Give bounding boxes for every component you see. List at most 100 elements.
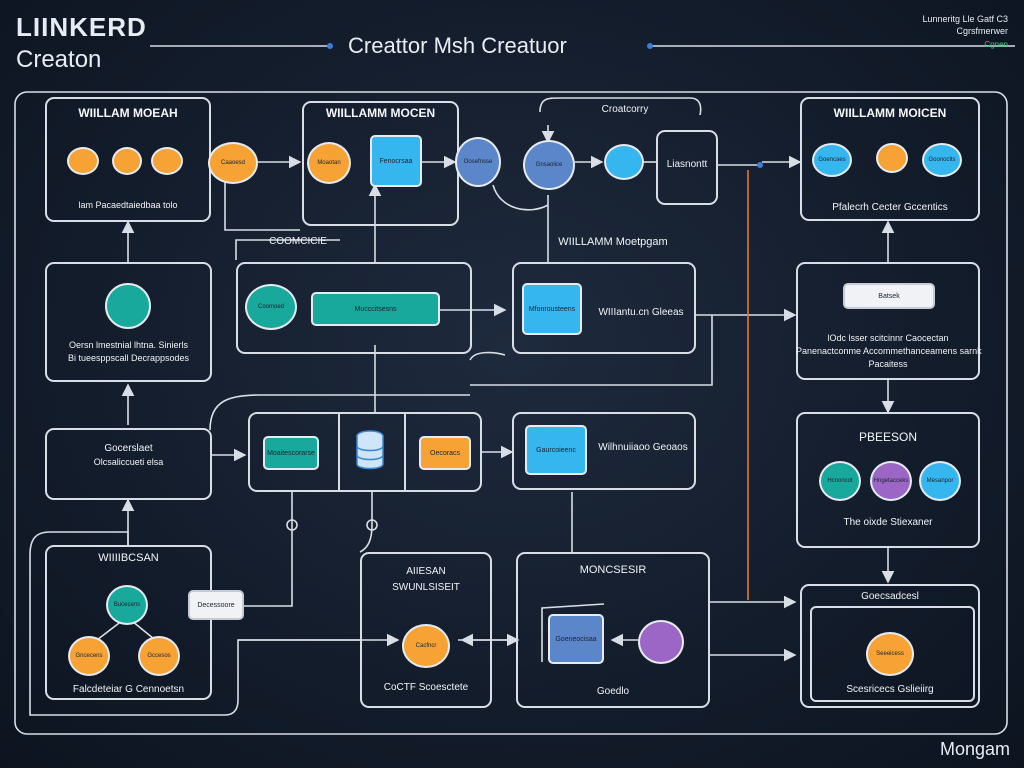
decessoore-tag[interactable]: Decessoore [188,590,244,620]
box12-node-3-label: Mesanpor [926,478,954,484]
box5-node-teal[interactable] [105,283,151,329]
proxy-node-orange[interactable]: Caaoesd [208,142,258,184]
box6-bar-teal[interactable]: Mucccitsesns [311,292,440,326]
liasnont-label: Liasnontt [666,159,708,170]
service-box-4[interactable] [800,97,980,221]
wire-loop-mid [469,351,506,361]
box15-title: MONCSESIR [579,564,647,576]
box6-node-teal[interactable]: Coomoed [245,284,297,330]
box5-caption-2: Bi tueesppscall Decrappsodes [67,353,190,363]
box13-caption: Falcdeteiar G Cennoetsn [72,684,185,695]
box12-node-1[interactable]: Hcnoncot [819,461,861,501]
box6-node-label: Coomoed [257,304,284,310]
dial-node-label: Oosefnsse [463,159,493,165]
box13-title: WIIIIBCSAN [98,552,159,564]
service-box-9[interactable] [45,428,212,500]
box16-inner-frame [810,606,975,702]
box16-node-label: Seeeicess [876,651,904,657]
header-dot-left [327,43,333,49]
box2-block-blue[interactable]: Fenocrsaa [370,135,422,187]
box12-node-3[interactable]: Mesanpor [919,461,961,501]
box4-title: WIILLAMM MOICEN [833,106,947,120]
box16-node-orange[interactable]: Seeeicess [866,632,914,676]
box11-block-blue[interactable]: Gaurcoieenc [525,425,587,475]
box3-node-steel-label: Gnsaolice [535,162,563,168]
box8-button[interactable]: Batsek [843,283,935,309]
port-ring-2 [366,519,378,531]
box4-node-3[interactable]: Goonoclts [922,143,962,177]
box1-node-1[interactable] [67,147,99,175]
corner-line1: Lunneritg Lle Gatf C3 [922,14,1008,24]
database-icon [355,430,385,470]
box16-caption: Scesricecs Gslieiirg [846,684,934,695]
box12-caption: The oixde Stiexaner [843,517,933,528]
wire-b6-top [235,239,340,260]
box13-node-root[interactable]: Bucecens [106,585,148,625]
box6-title: COOMCICIE [269,236,327,247]
box14-title-2: SWUNLSISEIT [392,582,460,593]
service-box-14[interactable] [360,552,492,708]
wire-b7-loop [470,315,713,386]
box4-node-3-label: Goonoclts [928,157,956,163]
box12-node-1-label: Hcnoncot [827,478,853,484]
box16-title: Goecsadcesl [861,591,919,602]
outer-frame [14,91,1008,735]
box14-node-label: Cacfncr [415,643,437,649]
wire-b13-loop [29,531,360,716]
service-box-6[interactable] [236,262,472,354]
box5-caption-1: Oersn lmestnial lhtna. Sinierls [68,340,189,350]
box10-block-orange[interactable]: Oecoracs [419,436,471,470]
corner-tag: Cgnen [984,40,1008,49]
box13-node-left[interactable]: Gncecens [68,636,110,676]
box4-node-2[interactable] [876,143,908,173]
service-box-12[interactable] [796,412,980,548]
box4-node-1-label: Goencaes [818,157,846,163]
box2-node-orange-label: Moaotan [317,160,341,166]
service-box-13[interactable] [45,545,212,700]
liasnont-box[interactable] [656,130,718,205]
box8-caption-1: lOdc lsser scitcinnr Caocectan [827,333,949,343]
box1-node-3[interactable] [151,147,183,175]
box2-node-orange[interactable]: Moaotan [307,142,351,184]
brand-line1: LIINKERD [16,12,147,42]
box15-node-purple[interactable] [638,620,684,664]
wire-b1-down [224,170,300,231]
service-box-7[interactable] [512,262,696,354]
box12-title: PBEESON [858,430,918,444]
dial-node[interactable]: Oosefnsse [455,137,501,187]
wire-curve-b3 [492,184,549,211]
port-ring-1 [286,519,298,531]
box4-node-1[interactable]: Goencaes [812,143,852,177]
service-box-5[interactable] [45,262,212,382]
box7-side-label: WIIIantu.cn Gleeas [598,307,684,318]
box9-line2: Olcsaliccueti elsa [93,457,164,467]
box3-node-blue[interactable] [604,144,644,180]
service-box-10[interactable] [248,412,482,492]
box3-title: Croatcorry [601,104,649,115]
box9-line1: Gocerslaet [104,443,153,454]
box7-block-blue[interactable]: Mfonrousteens [522,283,582,335]
service-box-8[interactable] [796,262,980,380]
wire-decessoore-up [238,492,293,607]
wire-croatcorry-arc [539,97,702,116]
box14-caption: CoCTF Scoesctete [383,682,469,693]
box10-block1-label: Moaitescorarse [267,449,315,457]
box13-node-right[interactable]: Gccesos [138,636,180,676]
box12-node-2-label: Hngetacceks [873,478,909,484]
box8-button-label: Batsek [878,292,900,300]
box6-bar-label: Mucccitsesns [354,305,397,313]
box14-node-orange[interactable]: Cacfncr [402,624,450,668]
box15-block-steel[interactable]: Goeneocisaa [548,614,604,664]
box14-title-1: AIIESAN [406,566,446,577]
box1-node-2[interactable] [112,147,142,175]
box3-node-steel[interactable]: Gnsaolice [523,140,575,190]
service-box-16[interactable] [800,584,980,708]
box10-block-teal[interactable]: Moaitescorarse [263,436,319,470]
wire-block-bracket [541,603,605,662]
box8-caption-3: Pacaitess [868,359,908,369]
service-box-11[interactable] [512,412,696,490]
box1-caption: lam Pacaedtaiedbaa tolo [78,200,178,210]
box12-node-2[interactable]: Hngetacceks [870,461,912,501]
service-box-15[interactable] [516,552,710,708]
